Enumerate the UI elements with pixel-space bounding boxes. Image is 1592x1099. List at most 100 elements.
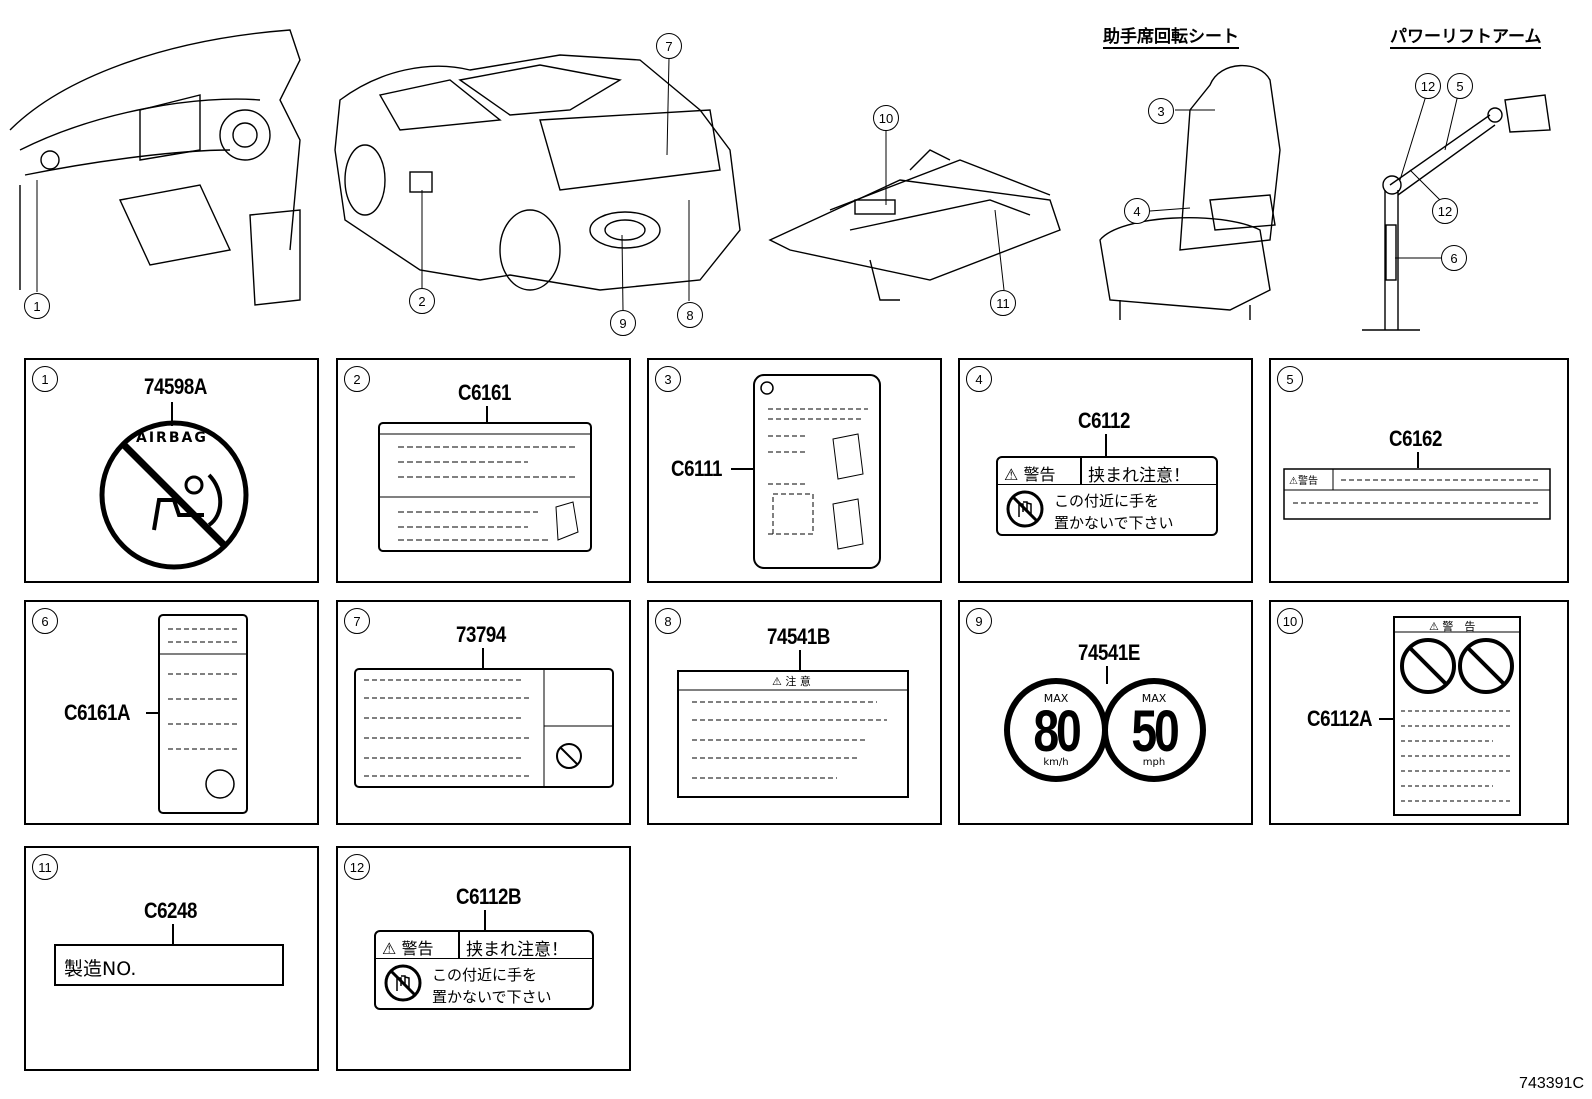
panel-number: 4 xyxy=(966,366,992,392)
panel-number: 2 xyxy=(344,366,370,392)
panel-number: 11 xyxy=(32,854,58,880)
max-label: MAX xyxy=(1043,692,1069,705)
speed-unit: mph xyxy=(1142,757,1166,768)
part-code: C6162 xyxy=(1389,426,1442,451)
label-title: 挟まれ注意！ xyxy=(1088,466,1190,486)
divider xyxy=(458,932,460,958)
speed-unit: km/h xyxy=(1043,757,1069,768)
part-code: 73794 xyxy=(456,622,506,647)
label-title: 挟まれ注意！ xyxy=(466,940,568,960)
panel-7: 7 73794 xyxy=(336,600,631,825)
speed-sign-kmh: MAX 80 km/h xyxy=(1004,678,1108,782)
label-line-2: 置かないで下さい xyxy=(1054,514,1174,532)
panel-6: 6 C6161A xyxy=(24,600,319,825)
part-code: C6161A xyxy=(64,700,131,725)
leader-line xyxy=(1379,718,1393,720)
label-header: ⚠ 警告 挟まれ注意！ xyxy=(376,932,592,960)
lift-arm-drawing xyxy=(1362,94,1551,331)
warning-text: ⚠ 警告 xyxy=(1004,465,1056,484)
leader-line xyxy=(799,650,801,670)
label-header: ⚠ 警告 挟まれ注意！ xyxy=(998,458,1216,486)
callout-12b: 12 xyxy=(1432,198,1458,224)
dashboard-drawing xyxy=(9,29,301,306)
panel-8: 8 74541B ⚠ 注 意 xyxy=(647,600,942,825)
part-code: C6112A xyxy=(1307,706,1373,731)
part-code: C6161 xyxy=(458,380,511,405)
callout-2: 2 xyxy=(409,288,435,314)
max-label: MAX xyxy=(1141,692,1167,705)
serial-number-text: 製造NO. xyxy=(64,958,137,980)
seat-heading: 助手席回転シート xyxy=(1103,22,1239,49)
callout-11: 11 xyxy=(990,290,1016,316)
part-code: C6248 xyxy=(144,898,197,923)
panel-1: 1 74598A AIRBAG xyxy=(24,358,319,583)
vehicle-illustrations: 助手席回転シート パワーリフトアーム 1 2 3 4 5 6 7 8 9 10 … xyxy=(0,0,1592,345)
label-3-graphic xyxy=(753,374,881,569)
divider xyxy=(1080,458,1082,484)
label-2-graphic xyxy=(378,422,592,552)
panel-10: 10 C6112A ⚠ 警 告 xyxy=(1269,600,1569,825)
leader-line xyxy=(482,648,484,668)
panel-3: 3 C6111 xyxy=(647,358,942,583)
label-5-graphic xyxy=(1283,468,1551,520)
panel-11: 11 C6248 製造NO. xyxy=(24,846,319,1071)
airbag-label-icon xyxy=(99,420,249,570)
panel-number: 10 xyxy=(1277,608,1303,634)
leader-line xyxy=(484,910,486,930)
callout-3: 3 xyxy=(1148,98,1174,124)
line-drawings xyxy=(9,29,1551,331)
part-code: C6112 xyxy=(1078,408,1130,433)
panel-number: 5 xyxy=(1277,366,1303,392)
seat-drawing xyxy=(1099,64,1281,320)
leader-line xyxy=(731,468,753,470)
panel-number: 6 xyxy=(32,608,58,634)
part-code: C6112B xyxy=(456,884,522,909)
panel-number: 9 xyxy=(966,608,992,634)
label-10-graphic xyxy=(1393,616,1521,816)
part-code: 74541B xyxy=(767,624,830,649)
lift-arm-heading: パワーリフトアーム xyxy=(1390,22,1542,49)
speed-sign-mph: MAX 50 mph xyxy=(1102,678,1206,782)
speed-value: 50 xyxy=(1131,699,1179,764)
panel-5: 5 C6162 ⚠警告 xyxy=(1269,358,1569,583)
leader-line xyxy=(1417,452,1419,468)
leader-line xyxy=(172,924,174,944)
panel-12: 12 C6112B ⚠ 警告 挟まれ注意！ この付近に手を 置かないで下さい xyxy=(336,846,631,1071)
panel-number: 3 xyxy=(655,366,681,392)
leader-line xyxy=(1105,434,1107,456)
callout-4: 4 xyxy=(1124,198,1150,224)
pinch-warning-label: ⚠ 警告 挟まれ注意！ この付近に手を 置かないで下さい xyxy=(374,930,594,1010)
panel-2: 2 C6161 xyxy=(336,358,631,583)
panel-number: 12 xyxy=(344,854,370,880)
label-6-graphic xyxy=(158,614,248,814)
no-hand-icon xyxy=(1006,490,1044,528)
callout-9: 9 xyxy=(610,310,636,336)
label-line-1: この付近に手を xyxy=(1054,492,1160,510)
part-code: C6111 xyxy=(671,456,722,481)
callout-10: 10 xyxy=(873,105,899,131)
callout-5: 5 xyxy=(1447,73,1473,99)
callout-1: 1 xyxy=(24,293,50,319)
callout-12a: 12 xyxy=(1415,73,1441,99)
callout-6: 6 xyxy=(1441,245,1467,271)
leader-line xyxy=(171,402,173,426)
panel-number: 7 xyxy=(344,608,370,634)
part-code: 74541E xyxy=(1078,640,1140,665)
no-hand-icon xyxy=(384,964,422,1002)
callout-7: 7 xyxy=(656,33,682,59)
part-code: 74598A xyxy=(144,374,207,399)
svg-text:⚠ 注 意: ⚠ 注 意 xyxy=(772,674,811,688)
warning-text: ⚠警告 xyxy=(1289,476,1318,487)
callout-8: 8 xyxy=(677,302,703,328)
seat-base-drawing xyxy=(768,149,1061,301)
pinch-warning-label: ⚠ 警告 挟まれ注意！ この付近に手を 置かないで下さい xyxy=(996,456,1218,536)
panel-number: 8 xyxy=(655,608,681,634)
label-8-graphic: ⚠ 注 意 xyxy=(677,670,909,798)
panel-number: 1 xyxy=(32,366,58,392)
figure-id: 743391C xyxy=(1519,1075,1584,1092)
speed-value: 80 xyxy=(1033,699,1081,764)
car-drawing xyxy=(334,54,741,291)
panel-4: 4 C6112 ⚠ 警告 挟まれ注意！ この付近に手を 置かないで下さい xyxy=(958,358,1253,583)
callout-leaders xyxy=(36,57,1461,311)
leader-line xyxy=(1106,666,1108,684)
